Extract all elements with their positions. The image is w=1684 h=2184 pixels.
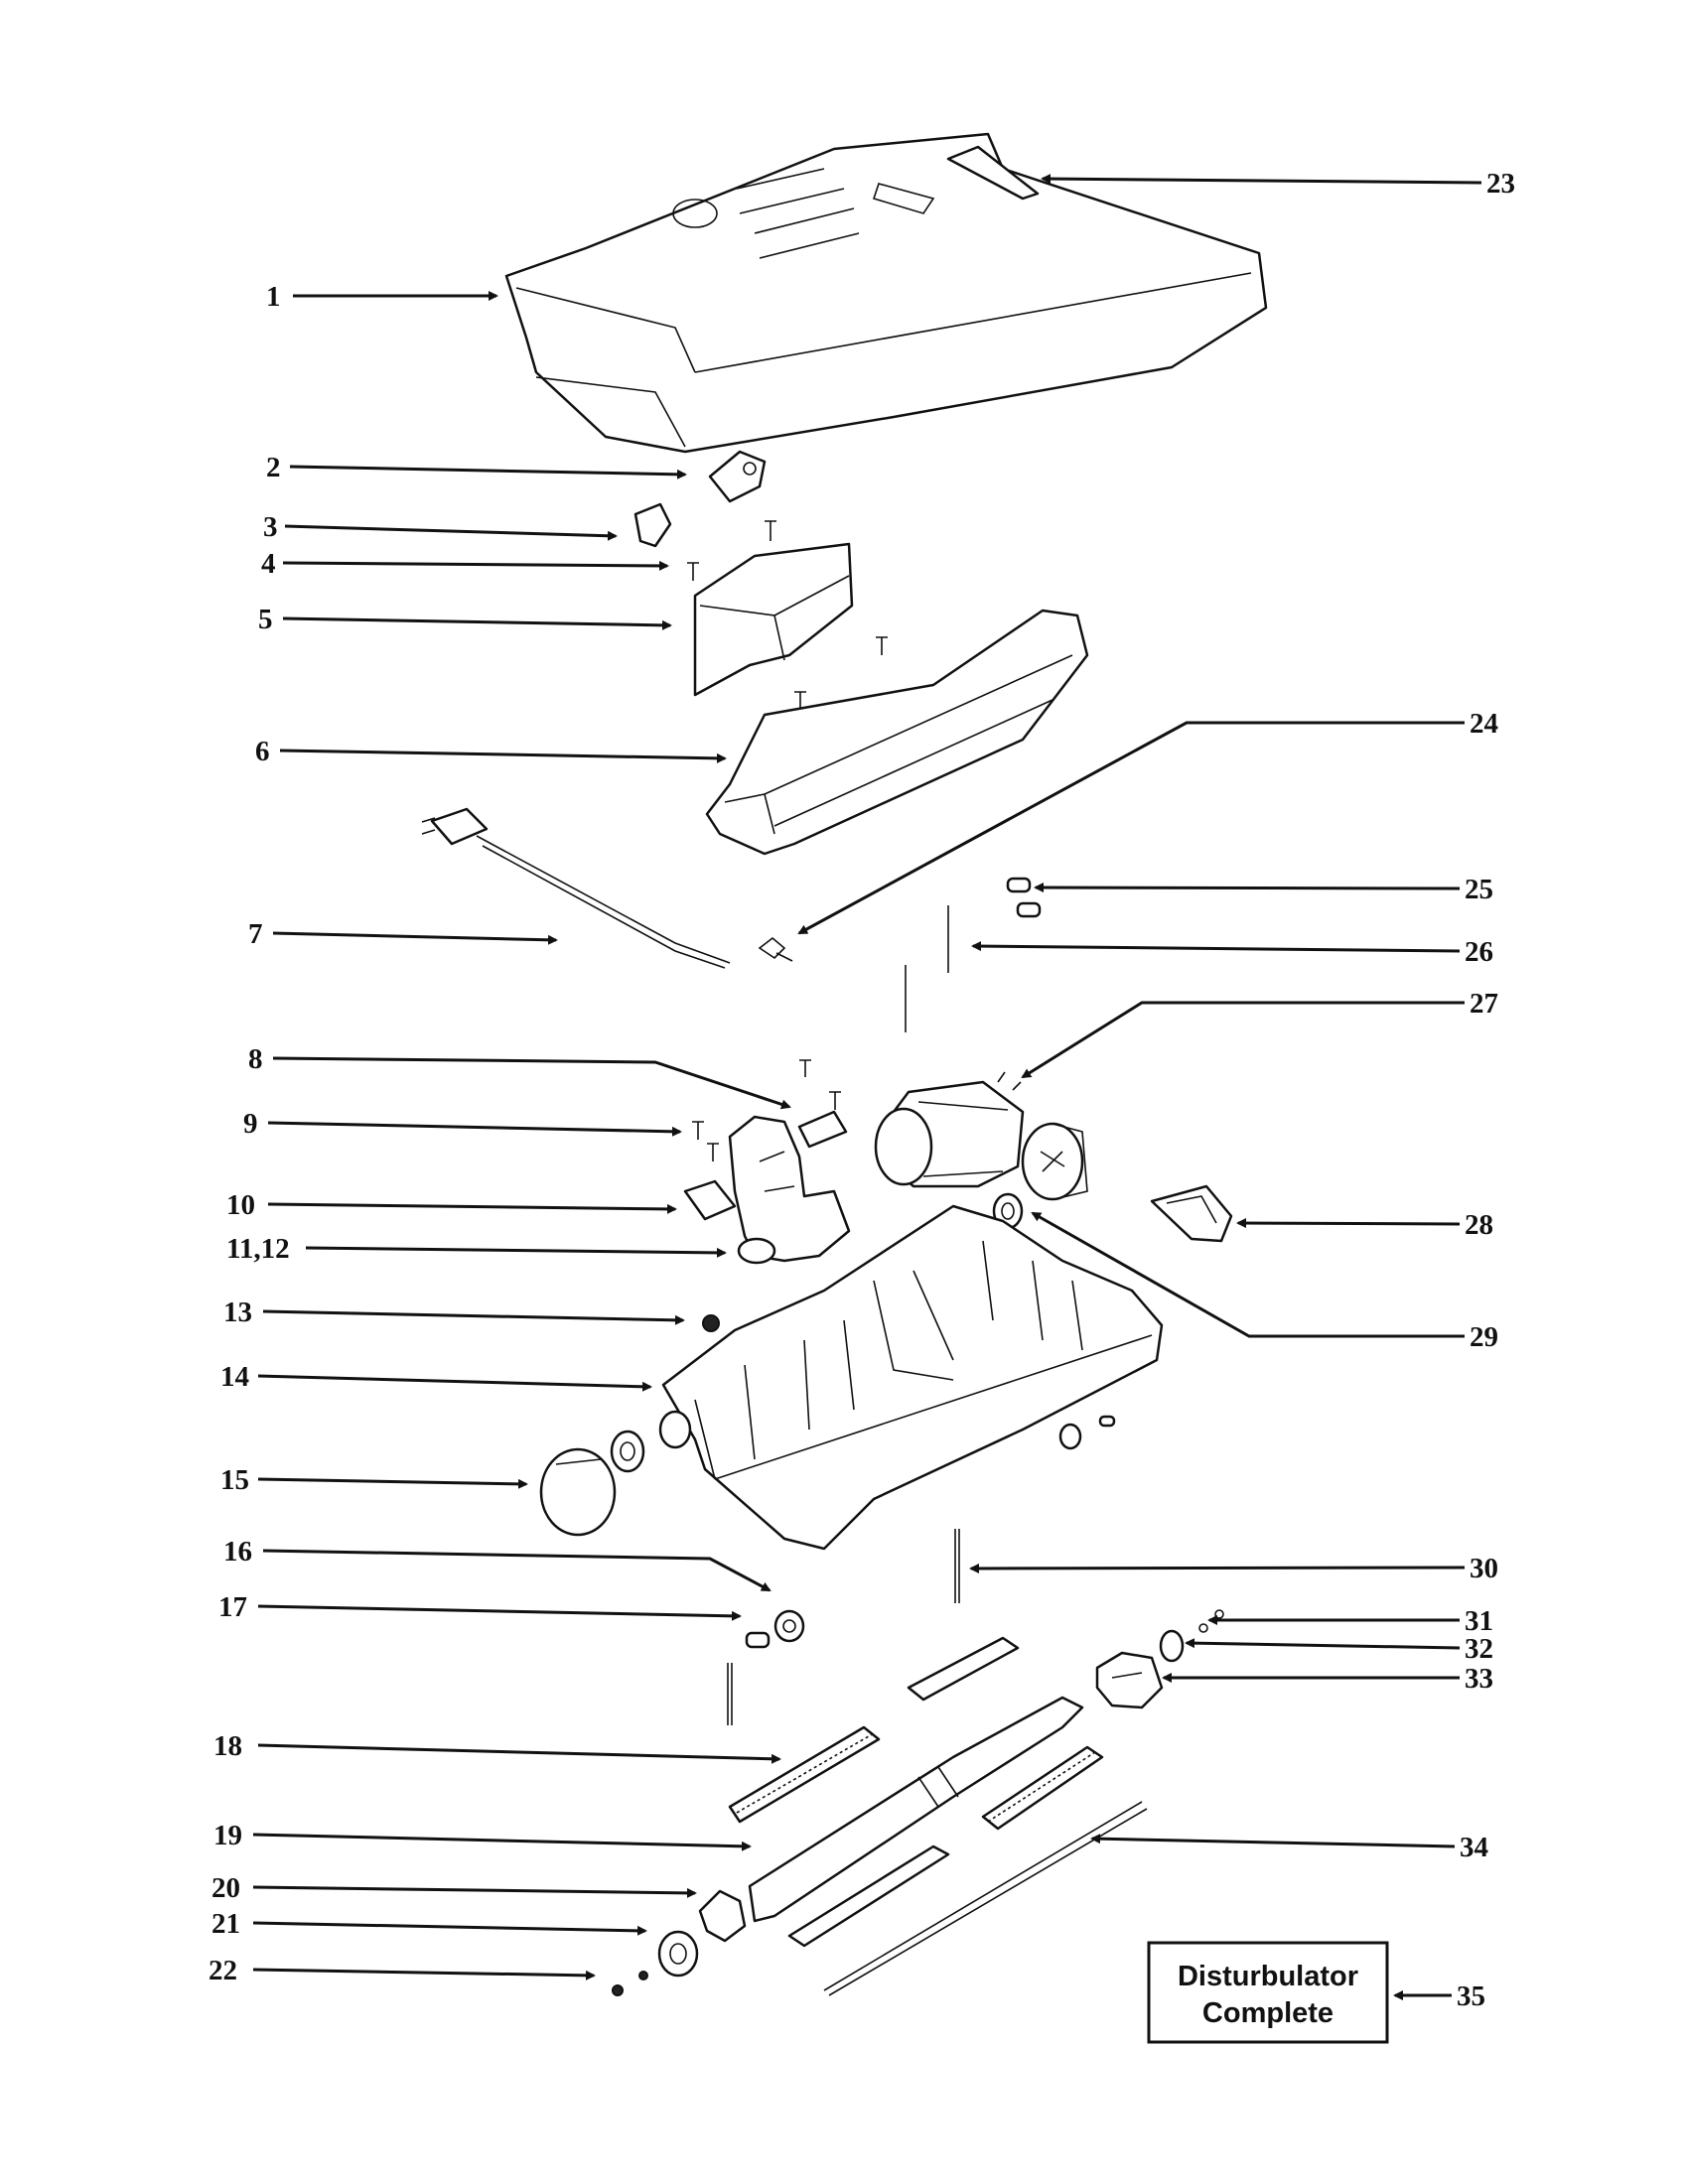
bushing-part [745,1631,771,1649]
end-cap-part [1095,1651,1164,1709]
callout-7: 7 [248,918,263,950]
motor-endcap-part [1021,1122,1088,1201]
bulb-part [708,450,767,503]
callout-20: 20 [211,1872,240,1904]
disturbulator-complete-box: Disturbulator Complete [1147,1941,1389,2044]
callout-29: 29 [1470,1321,1498,1353]
callout-11-12: 11,12 [226,1233,290,1265]
screw-part [687,520,888,710]
brush-strip-part [981,1745,1104,1831]
callout-15: 15 [220,1464,249,1496]
callout-labels: 1 2 3 4 5 6 7 8 9 10 11,12 13 14 15 16 1… [209,168,1515,2012]
callout-25: 25 [1465,874,1493,905]
screw-part [612,1971,648,1996]
end-plug-part [698,1889,747,1943]
front-nozzle-part [705,609,1089,856]
callout-leaders [252,174,1482,2000]
callout-16: 16 [223,1536,252,1568]
callout-6: 6 [255,736,270,767]
connector-part [758,936,793,962]
box-line-1: Disturbulator [1178,1961,1358,1992]
plate-part [797,1110,848,1149]
brush-strip-part [728,1725,881,1824]
callout-32: 32 [1465,1633,1493,1665]
light-housing-part [693,542,854,697]
belt-guard-part [1150,1184,1233,1243]
brush-roll-part [748,1636,1084,1923]
power-cord-part [421,807,731,969]
box-line-2: Complete [1202,1997,1333,2029]
callout-27: 27 [1470,988,1498,1020]
callout-8: 8 [248,1043,263,1075]
pin-part [905,905,949,1032]
end-bearing-part [657,1930,699,1978]
motor-part [874,1071,1025,1188]
callout-21: 21 [211,1908,240,1940]
bracket-part [633,502,672,548]
callout-28: 28 [1465,1209,1493,1241]
base-housing-part [658,1204,1164,1551]
callout-5: 5 [258,604,273,635]
knob-part [702,1314,720,1332]
callout-35: 35 [1457,1980,1485,2012]
small-ring-part [1198,1609,1224,1633]
long-pin-part [954,1529,960,1603]
callout-18: 18 [213,1730,242,1762]
wheel-part [539,1447,617,1537]
callout-34: 34 [1460,1832,1488,1863]
callout-30: 30 [1470,1553,1498,1584]
callout-13: 13 [223,1297,252,1328]
callout-14: 14 [220,1361,249,1393]
callout-33: 33 [1465,1663,1493,1695]
callout-31: 31 [1465,1605,1493,1637]
callout-2: 2 [266,452,281,483]
callout-23: 23 [1486,168,1515,200]
callout-4: 4 [261,548,276,580]
clip-part [946,145,1040,201]
fan-housing-part [728,1115,851,1265]
callout-9: 9 [243,1108,258,1140]
screw-part [692,1059,841,1161]
axle-pin-part [727,1663,733,1725]
hood-cover-part [504,132,1268,454]
callout-3: 3 [263,511,278,543]
bearing-part [773,1609,805,1643]
small-bracket-part [683,1179,737,1221]
callout-1: 1 [266,281,281,313]
callout-22: 22 [209,1955,237,1986]
end-washer-part [1159,1629,1185,1663]
callout-17: 17 [218,1591,247,1623]
callout-19: 19 [213,1820,242,1851]
cap-part [1006,877,1042,918]
callout-26: 26 [1465,936,1493,968]
callout-10: 10 [226,1189,255,1221]
blade-part [787,1844,950,1948]
callout-24: 24 [1470,708,1498,740]
wheel-washer-part [610,1430,645,1473]
